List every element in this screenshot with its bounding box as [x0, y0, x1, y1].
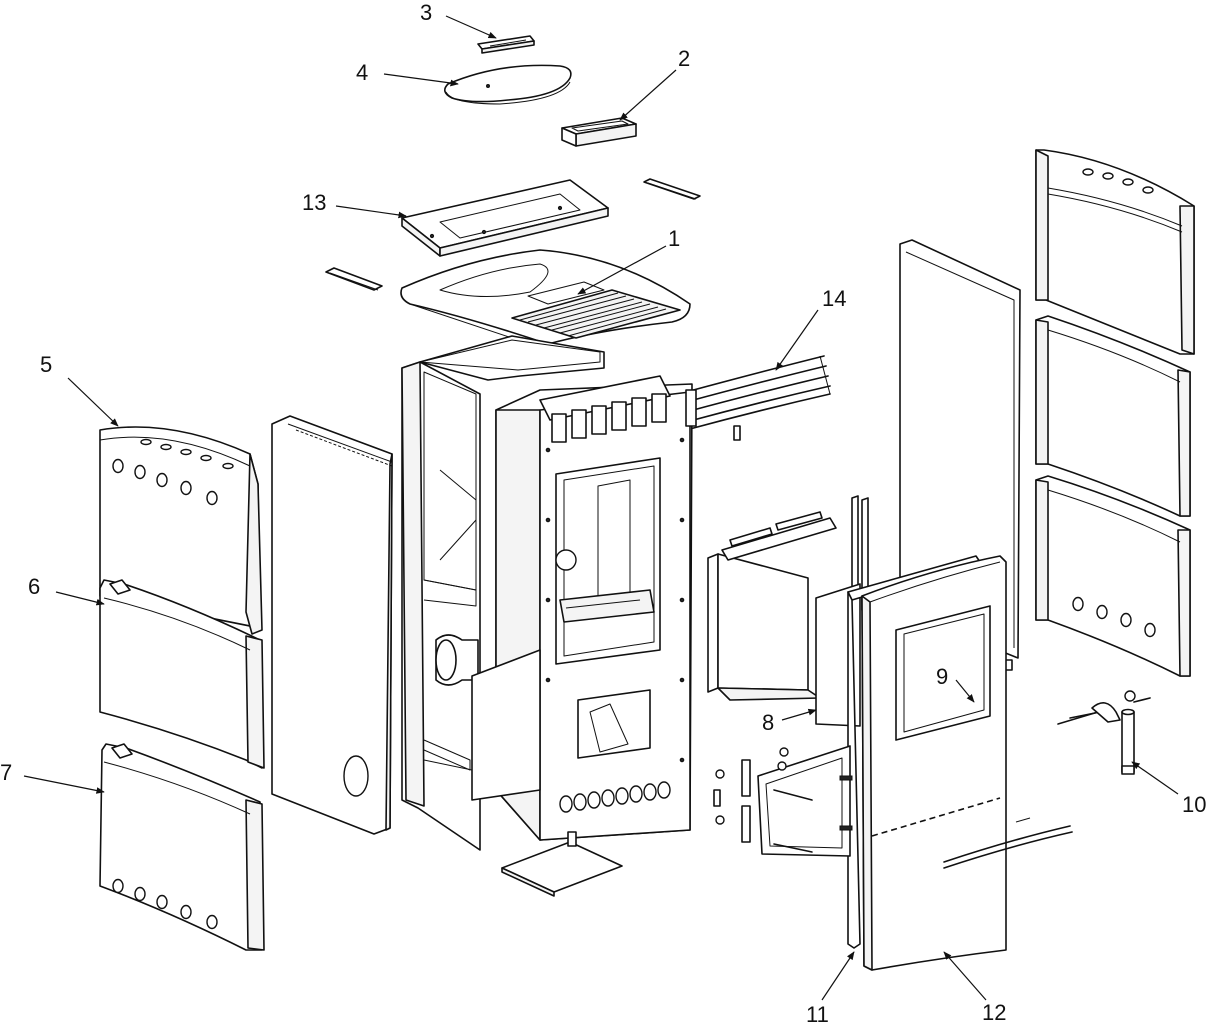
grille-slats	[511, 281, 681, 339]
callout-10: 10	[1182, 792, 1206, 817]
callout-11: 11	[806, 1002, 829, 1024]
bottom-vent-holes	[559, 781, 671, 813]
inner-rear-panel	[707, 511, 837, 701]
callout-7: 7	[0, 760, 12, 785]
part-13-top-frame	[401, 179, 609, 257]
heat-exchanger-tubes	[539, 375, 671, 443]
callout-13: 13	[302, 190, 326, 215]
callout-9: 9	[936, 664, 948, 689]
callout-5: 5	[40, 352, 52, 377]
right-upper-side-panel	[1035, 149, 1195, 355]
part-12-front-door	[861, 555, 1073, 971]
callout-2: 2	[678, 46, 690, 71]
part-3-top-trim	[477, 35, 535, 54]
part-14-side-rails	[685, 355, 831, 441]
part-6-middle-side-panel	[99, 579, 265, 769]
callout-12: 12	[982, 1000, 1006, 1024]
leader-lines	[23, 15, 1179, 1001]
callout-8: 8	[762, 710, 774, 735]
part-5-upper-side-panel	[99, 426, 263, 635]
callout-4: 4	[356, 60, 368, 85]
part-4-top-plate	[444, 64, 572, 105]
callout-1: 1	[668, 226, 680, 251]
left-side-sheet	[271, 415, 393, 835]
back-tall-panel	[899, 239, 1021, 671]
part-1-grille-cover	[400, 249, 691, 351]
rail-top-right	[643, 178, 701, 200]
callout-3: 3	[420, 0, 432, 25]
hinge-plate-assembly	[713, 745, 853, 857]
bottom-plate	[501, 831, 623, 897]
right-middle-side-panel	[1035, 315, 1191, 517]
right-lower-side-panel	[1035, 475, 1191, 677]
stove-body	[401, 335, 697, 851]
rail-left	[325, 267, 383, 291]
part-2-cover-tray	[561, 117, 637, 147]
part-7-lower-side-panel	[99, 743, 265, 951]
callout-14: 14	[822, 286, 846, 311]
callout-6: 6	[28, 574, 40, 599]
part-10-hinge-pin	[1057, 690, 1151, 775]
